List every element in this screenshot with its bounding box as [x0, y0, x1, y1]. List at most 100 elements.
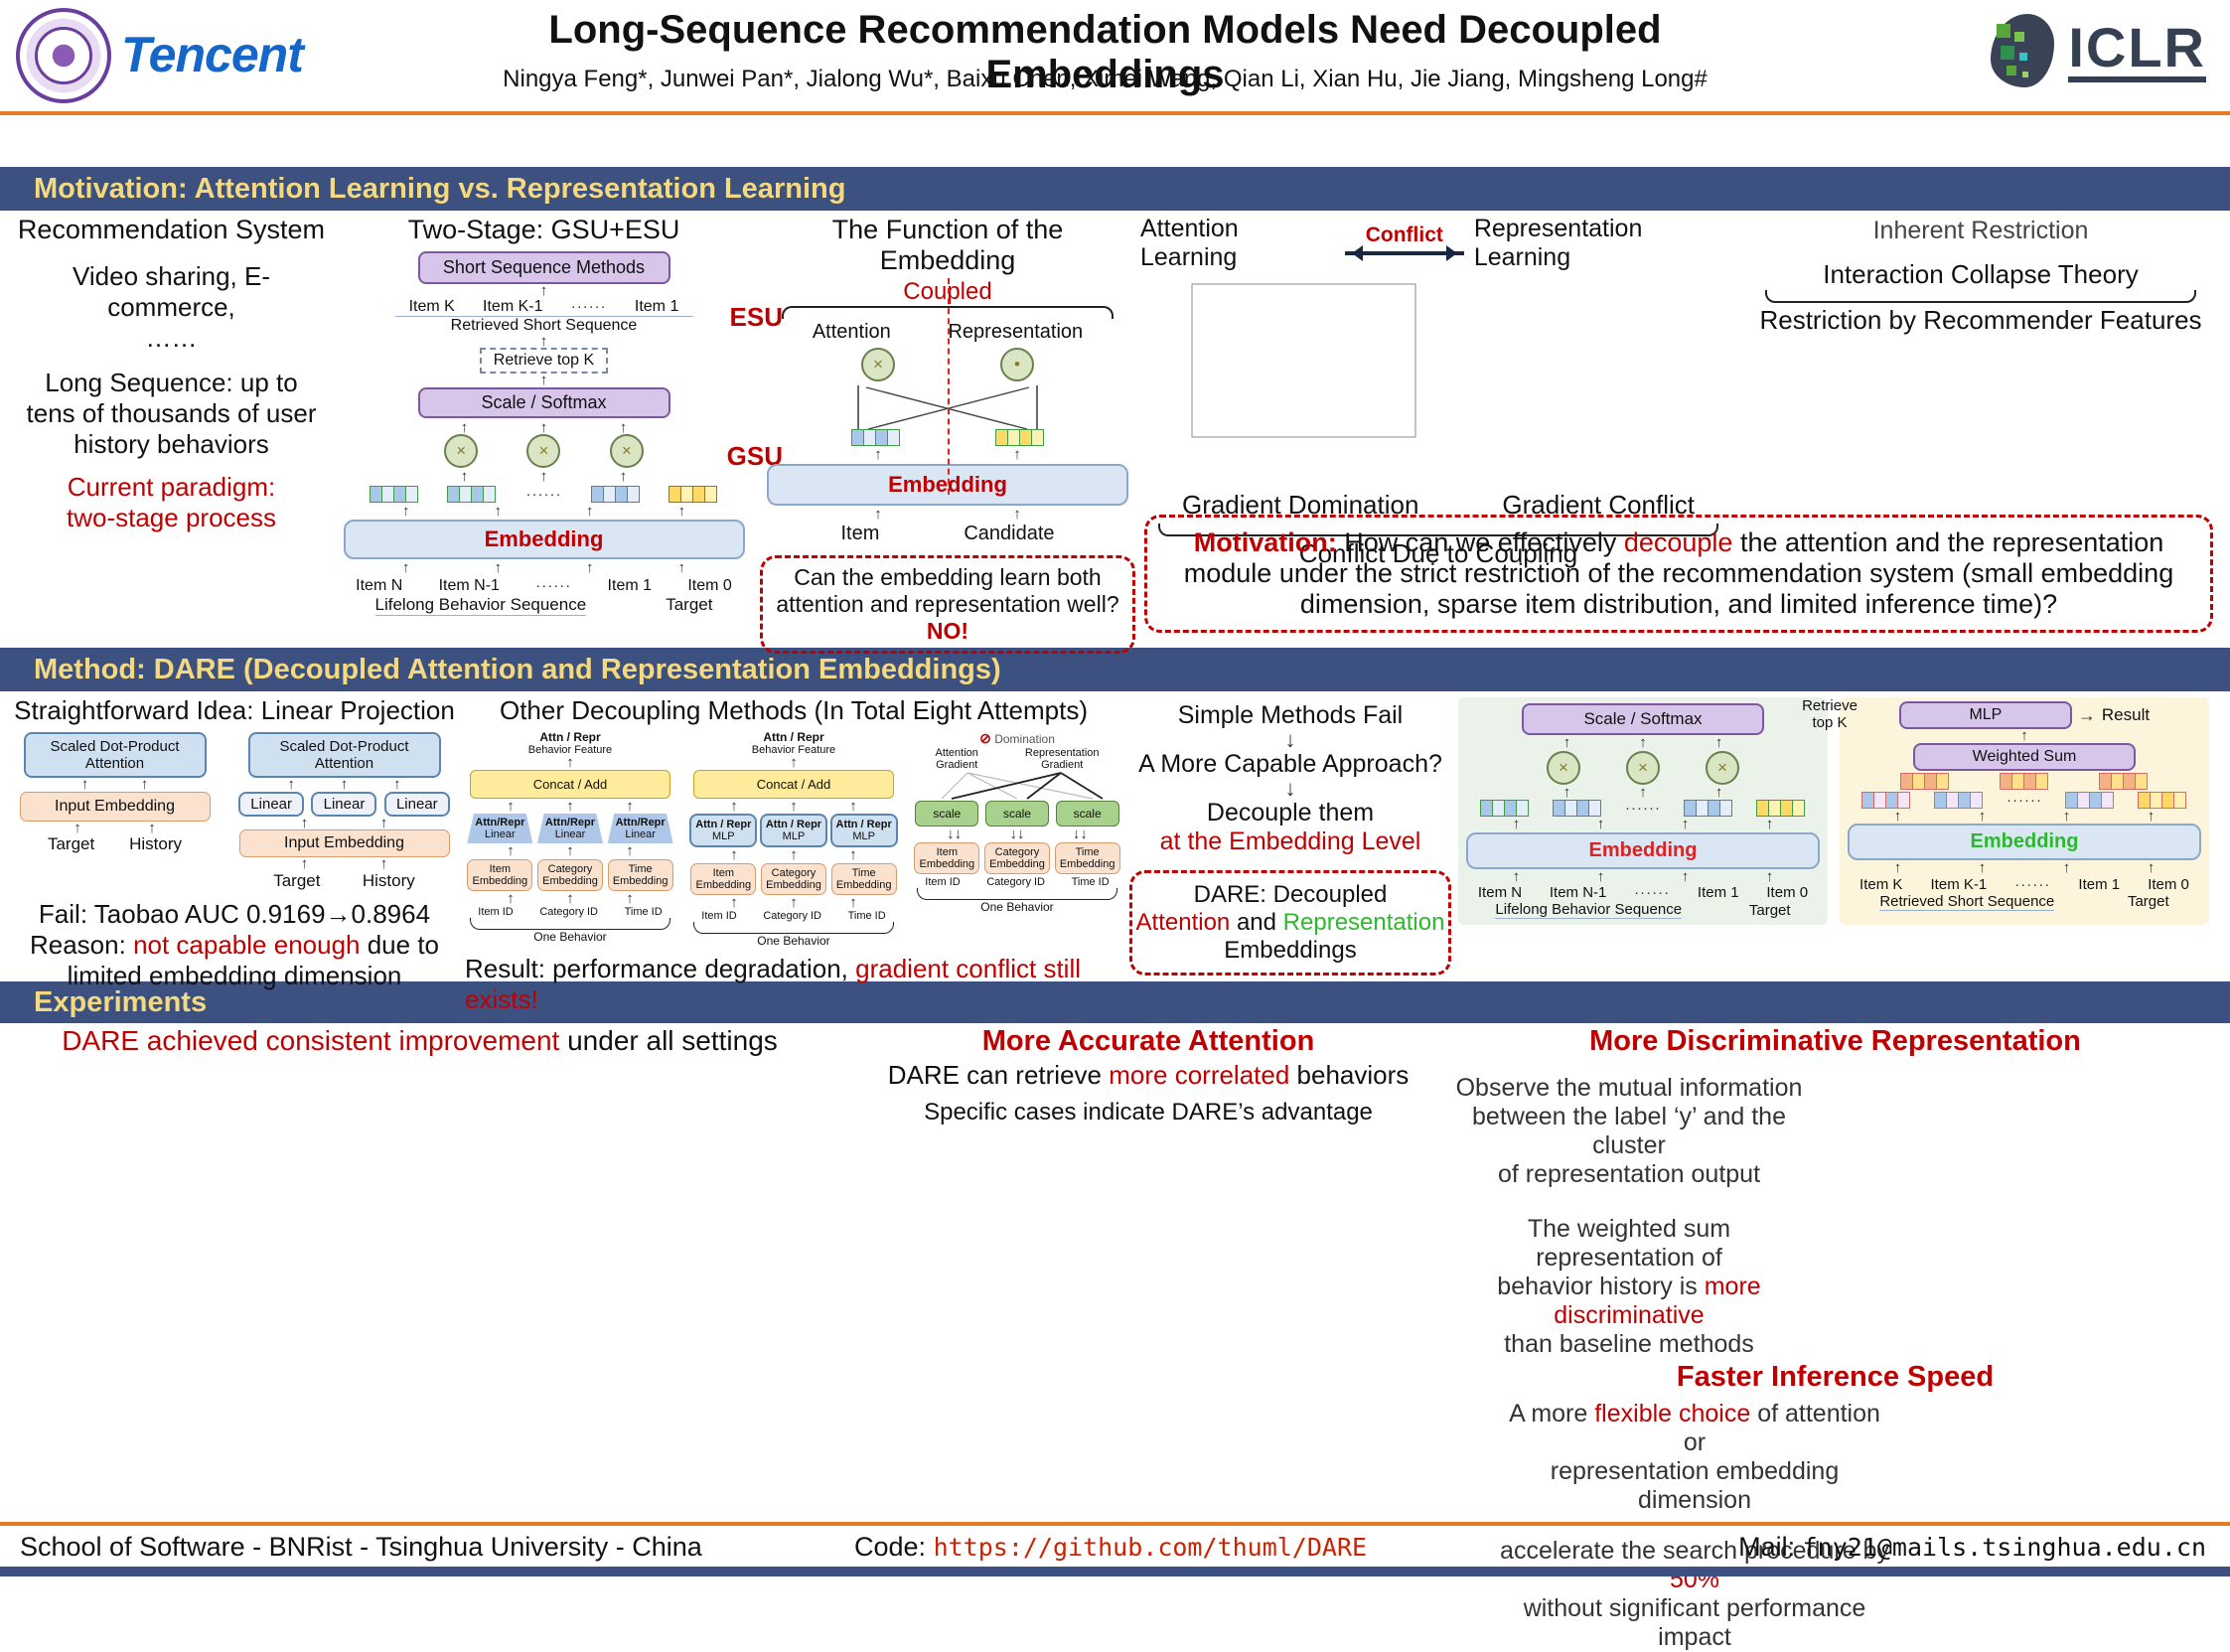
one-behavior-brace [470, 918, 670, 930]
representation-branch-label: Representation [948, 321, 1084, 343]
item-input-label: Item [840, 523, 880, 544]
concat-add-box: Concat / Add [470, 769, 670, 799]
decouple-them-label: Decouple them [1206, 798, 1375, 826]
dots-label: ······ [2014, 875, 2051, 893]
conflict-caption: Conflict Due to Coupling [1298, 538, 1578, 568]
up-arrow-icon: ↑ [1562, 783, 1571, 801]
code-link[interactable]: https://github.com/thuml/DARE [933, 1533, 1368, 1562]
poster-title: Long-Sequence Recommendation Models Need… [548, 8, 1662, 96]
retrieved-short-seq-label: Retrieved Short Sequence [450, 316, 638, 334]
dots-label: ······ [1624, 800, 1661, 817]
up-arrow-icon: ↑ [507, 842, 515, 859]
up-arrow-icon: ↑ [539, 372, 548, 388]
dot-circle-icon: • [1000, 348, 1034, 381]
scale-softmax-box: Scale / Softmax [1522, 703, 1764, 735]
target-label: Target [273, 870, 321, 890]
multiply-circle-icon: × [1626, 750, 1660, 785]
up-arrow-icon: ↑ [730, 893, 738, 911]
item-label: Item 1 [2078, 875, 2121, 893]
up-arrow-icon: ↑ [1765, 867, 1774, 885]
discriminative-text: Observe the mutual information between t… [1455, 1074, 1803, 1358]
gradient-arrows [941, 772, 1104, 800]
double-down-arrow-icon: ↓↓ [1072, 826, 1088, 842]
up-arrow-icon: ↑ [849, 846, 857, 863]
prohibit-icon: ⊘ [979, 730, 991, 746]
multiply-circle-icon: × [526, 434, 561, 468]
tencent-logo: Tencent [121, 27, 304, 82]
coupled-divider-line [948, 278, 950, 495]
conflict-double-arrow-icon [1344, 245, 1464, 261]
short-seq-methods-box: Short Sequence Methods [417, 251, 670, 284]
up-arrow-icon: ↑ [507, 889, 515, 907]
input-embedding-box: Input Embedding [19, 791, 211, 822]
iclr-logo: ICLR [1991, 14, 2206, 87]
up-arrow-icon: ↑ [790, 846, 798, 863]
experiments-body: DARE achieved consistent improvement und… [0, 1023, 2230, 1651]
attention-embedding-strip [447, 485, 497, 503]
other-methods-result: Result: performance degradation, gradien… [465, 954, 1082, 1014]
up-arrow-icon: ↑ [566, 842, 574, 859]
up-arrow-icon: ↑ [74, 819, 81, 836]
one-behavior-brace [917, 887, 1117, 900]
up-arrow-icon: ↑ [730, 797, 738, 815]
dots-label: ······ [1634, 884, 1671, 901]
up-arrow-icon: ↑ [402, 559, 410, 576]
representation-embedding-strip [1861, 791, 1911, 809]
linear-proj-title: Straightforward Idea: Linear Projection [14, 695, 455, 725]
up-arrow-icon: ↑ [2147, 807, 2156, 825]
up-arrow-icon: ↑ [507, 797, 515, 815]
dots-label: ······ [2006, 791, 2042, 809]
attention-embedding-strip [369, 485, 418, 503]
scale-box: scale [984, 801, 1049, 826]
dots-label: ······ [570, 298, 607, 315]
scale-softmax-box: Scale / Softmax [417, 386, 670, 418]
header-gap [0, 115, 2230, 167]
up-arrow-icon: ↑ [1765, 816, 1774, 832]
weighted-embedding-strip [1900, 772, 1949, 790]
concat-add-box: Concat / Add [693, 769, 894, 799]
domination-label: ⊘ Domination [979, 730, 1055, 746]
one-behavior-label: One Behavior [533, 930, 607, 944]
representation-embedding-box: Embedding [1848, 824, 2201, 860]
up-arrow-icon: ↑ [148, 819, 156, 836]
rec-system-caption2: Long Sequence: up to tens of thousands o… [26, 368, 317, 459]
up-arrow-icon: ↑ [1714, 783, 1723, 801]
up-arrow-icon: ↑ [402, 502, 410, 520]
up-arrow-icon: ↑ [393, 776, 401, 793]
multiply-circle-icon: × [1706, 750, 1739, 785]
up-arrow-icon: ↑ [1681, 867, 1690, 885]
dots-label: ······ [535, 577, 572, 594]
attn-repr-feature-label: Attn / Repr [539, 730, 601, 744]
up-arrow-icon: ↑ [494, 502, 503, 520]
multiply-circle-icon: × [444, 434, 479, 468]
double-down-arrow-icon: ↓↓ [1009, 826, 1025, 842]
double-down-arrow-icon: ↓↓ [947, 826, 963, 842]
iclr-head-icon [1991, 14, 2055, 87]
attn-repr-feature-label: Attn / Repr [763, 730, 824, 744]
rec-system-caption3: Current paradigm:two-stage process [67, 472, 276, 532]
up-arrow-icon: ↑ [626, 842, 634, 859]
item-id-label: Item ID [701, 910, 737, 922]
up-arrow-icon: ↑ [730, 846, 738, 863]
category-id-label: Category ID [763, 910, 822, 922]
header: Tencent Long-Sequence Recommendation Mod… [0, 0, 2230, 111]
one-behavior-label: One Behavior [757, 934, 830, 948]
method-body: Straightforward Idea: Linear Projection … [0, 691, 2230, 1014]
motivation-question-box: Motivation: How can we effectively decou… [1144, 515, 2213, 633]
up-arrow-icon: ↑ [80, 776, 89, 793]
item-label: Item 0 [2148, 875, 2189, 893]
tsinghua-logo-icon [16, 8, 111, 103]
time-id-label: Time ID [624, 906, 663, 918]
attention-branch-label: Attention [812, 321, 891, 343]
up-arrow-icon: ↑ [539, 282, 548, 299]
up-arrow-icon: ↑ [626, 797, 634, 815]
candidate-embedding-strip [994, 429, 1044, 446]
input-embedding-box: Input Embedding [238, 829, 450, 857]
